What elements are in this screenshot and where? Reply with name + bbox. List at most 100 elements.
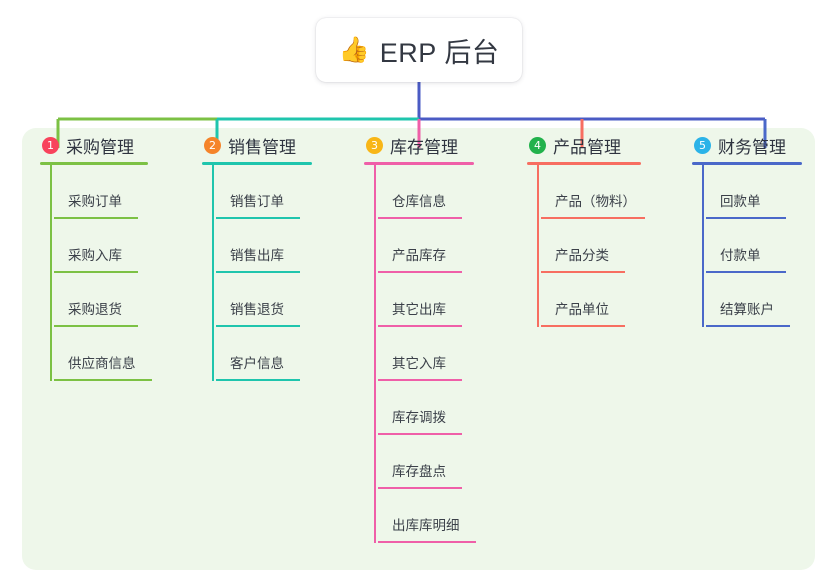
- branch-children-1: 采购订单采购入库采购退货供应商信息: [40, 165, 152, 381]
- branch-item[interactable]: 采购退货: [54, 273, 148, 327]
- branch-spine-3: [374, 165, 376, 543]
- branch-item-label: 销售出库: [230, 248, 284, 263]
- branch-item[interactable]: 产品（物料）: [541, 165, 645, 219]
- branch-rule-5: [692, 162, 802, 165]
- branch-badge-4: 4: [529, 136, 546, 154]
- branch-title-3: 库存管理: [390, 137, 458, 157]
- branch-item-rule: [216, 325, 300, 327]
- branch-item-rule: [54, 325, 138, 327]
- branch-spine-5: [702, 165, 704, 327]
- branch-badge-2: 2: [204, 136, 221, 154]
- branch-item-rule: [216, 217, 300, 219]
- branch-item-rule: [216, 379, 300, 381]
- branch-item[interactable]: 回款单: [706, 165, 802, 219]
- branch-rule-3: [364, 162, 474, 165]
- branch-item[interactable]: 产品分类: [541, 219, 641, 273]
- branch-item-label: 采购退货: [68, 302, 122, 317]
- branch-item-rule: [378, 379, 462, 381]
- branch-item-label: 其它入库: [392, 356, 446, 371]
- branch-title-2: 销售管理: [228, 137, 296, 157]
- branch-item[interactable]: 其它入库: [378, 327, 474, 381]
- branch-item-label: 产品（物料）: [555, 194, 636, 209]
- branch-children-4: 产品（物料） 产品分类产品单位: [527, 165, 645, 327]
- branch-item-rule: [541, 271, 625, 273]
- branch-column-1: 1 采购管理采购订单采购入库采购退货供应商信息: [40, 128, 152, 381]
- branch-title-1: 采购管理: [66, 137, 134, 157]
- branch-item-label: 库存盘点: [392, 464, 446, 479]
- branch-badge-5: 5: [694, 136, 711, 154]
- branch-item-rule: [378, 271, 462, 273]
- branch-item-rule: [54, 379, 152, 381]
- branch-item-rule: [541, 217, 645, 219]
- branch-item-label: 销售订单: [230, 194, 284, 209]
- branch-spine-2: [212, 165, 214, 381]
- branch-item[interactable]: 结算账户: [706, 273, 802, 327]
- branch-item[interactable]: 库存盘点: [378, 435, 474, 489]
- branch-item[interactable]: 出库库明细: [378, 489, 476, 543]
- branch-item-rule: [706, 217, 786, 219]
- branch-spine-4: [537, 165, 539, 327]
- branch-children-2: 销售订单销售出库销售退货客户信息: [202, 165, 312, 381]
- branch-item-rule: [378, 487, 462, 489]
- branch-children-3: 仓库信息产品库存其它出库其它入库库存调拨库存盘点出库库明细: [364, 165, 476, 543]
- branch-badge-3: 3: [366, 136, 383, 154]
- branch-rule-1: [40, 162, 148, 165]
- branch-item-label: 采购订单: [68, 194, 122, 209]
- thumbs-up-icon: 👍: [338, 35, 370, 64]
- branch-item-rule: [706, 325, 790, 327]
- branch-rule-4: [527, 162, 641, 165]
- branch-item[interactable]: 库存调拨: [378, 381, 474, 435]
- branch-header-5[interactable]: 5 财务管理: [692, 128, 802, 162]
- branch-item-label: 回款单: [720, 194, 761, 209]
- branch-item[interactable]: 销售退货: [216, 273, 312, 327]
- branch-item-rule: [378, 433, 462, 435]
- branch-item[interactable]: 采购订单: [54, 165, 148, 219]
- branch-item[interactable]: 销售订单: [216, 165, 312, 219]
- branch-children-5: 回款单付款单结算账户: [692, 165, 802, 327]
- branch-item-label: 客户信息: [230, 356, 284, 371]
- branch-item-label: 库存调拨: [392, 410, 446, 425]
- branch-item-label: 产品库存: [392, 248, 446, 263]
- branch-item[interactable]: 产品库存: [378, 219, 474, 273]
- branch-item-label: 出库库明细: [392, 518, 460, 533]
- branch-item[interactable]: 采购入库: [54, 219, 148, 273]
- branch-item[interactable]: 供应商信息: [54, 327, 152, 381]
- branch-item-label: 付款单: [720, 248, 761, 263]
- content-panel: [22, 128, 815, 570]
- branch-item-label: 其它出库: [392, 302, 446, 317]
- branch-item[interactable]: 销售出库: [216, 219, 312, 273]
- branch-item-label: 供应商信息: [68, 356, 136, 371]
- branch-item[interactable]: 客户信息: [216, 327, 312, 381]
- branch-column-3: 3 库存管理仓库信息产品库存其它出库其它入库库存调拨库存盘点出库库明细: [364, 128, 476, 543]
- branch-rule-2: [202, 162, 312, 165]
- branch-header-2[interactable]: 2 销售管理: [202, 128, 312, 162]
- branch-item-label: 仓库信息: [392, 194, 446, 209]
- branch-item-rule: [378, 325, 462, 327]
- root-node[interactable]: 👍 ERP 后台: [316, 18, 522, 82]
- branch-header-1[interactable]: 1 采购管理: [40, 128, 148, 162]
- branch-header-4[interactable]: 4 产品管理: [527, 128, 641, 162]
- branch-header-3[interactable]: 3 库存管理: [364, 128, 474, 162]
- branch-item-rule: [378, 217, 462, 219]
- branch-item[interactable]: 付款单: [706, 219, 802, 273]
- branch-column-4: 4 产品管理产品（物料） 产品分类产品单位: [527, 128, 645, 327]
- branch-item-rule: [216, 271, 300, 273]
- branch-item-label: 产品分类: [555, 248, 609, 263]
- branch-item[interactable]: 其它出库: [378, 273, 474, 327]
- branch-title-4: 产品管理: [553, 137, 621, 157]
- branch-item-rule: [54, 271, 138, 273]
- branch-item[interactable]: 产品单位: [541, 273, 641, 327]
- branch-item-rule: [706, 271, 786, 273]
- branch-badge-1: 1: [42, 136, 59, 154]
- branch-column-2: 2 销售管理销售订单销售出库销售退货客户信息: [202, 128, 312, 381]
- branch-spine-1: [50, 165, 52, 381]
- branch-item[interactable]: 仓库信息: [378, 165, 474, 219]
- branch-item-label: 销售退货: [230, 302, 284, 317]
- branch-item-label: 结算账户: [720, 302, 774, 317]
- branch-item-label: 采购入库: [68, 248, 122, 263]
- branch-title-5: 财务管理: [718, 137, 786, 157]
- root-node-label: ERP 后台: [379, 37, 500, 68]
- branch-item-rule: [541, 325, 625, 327]
- branch-item-rule: [378, 541, 476, 543]
